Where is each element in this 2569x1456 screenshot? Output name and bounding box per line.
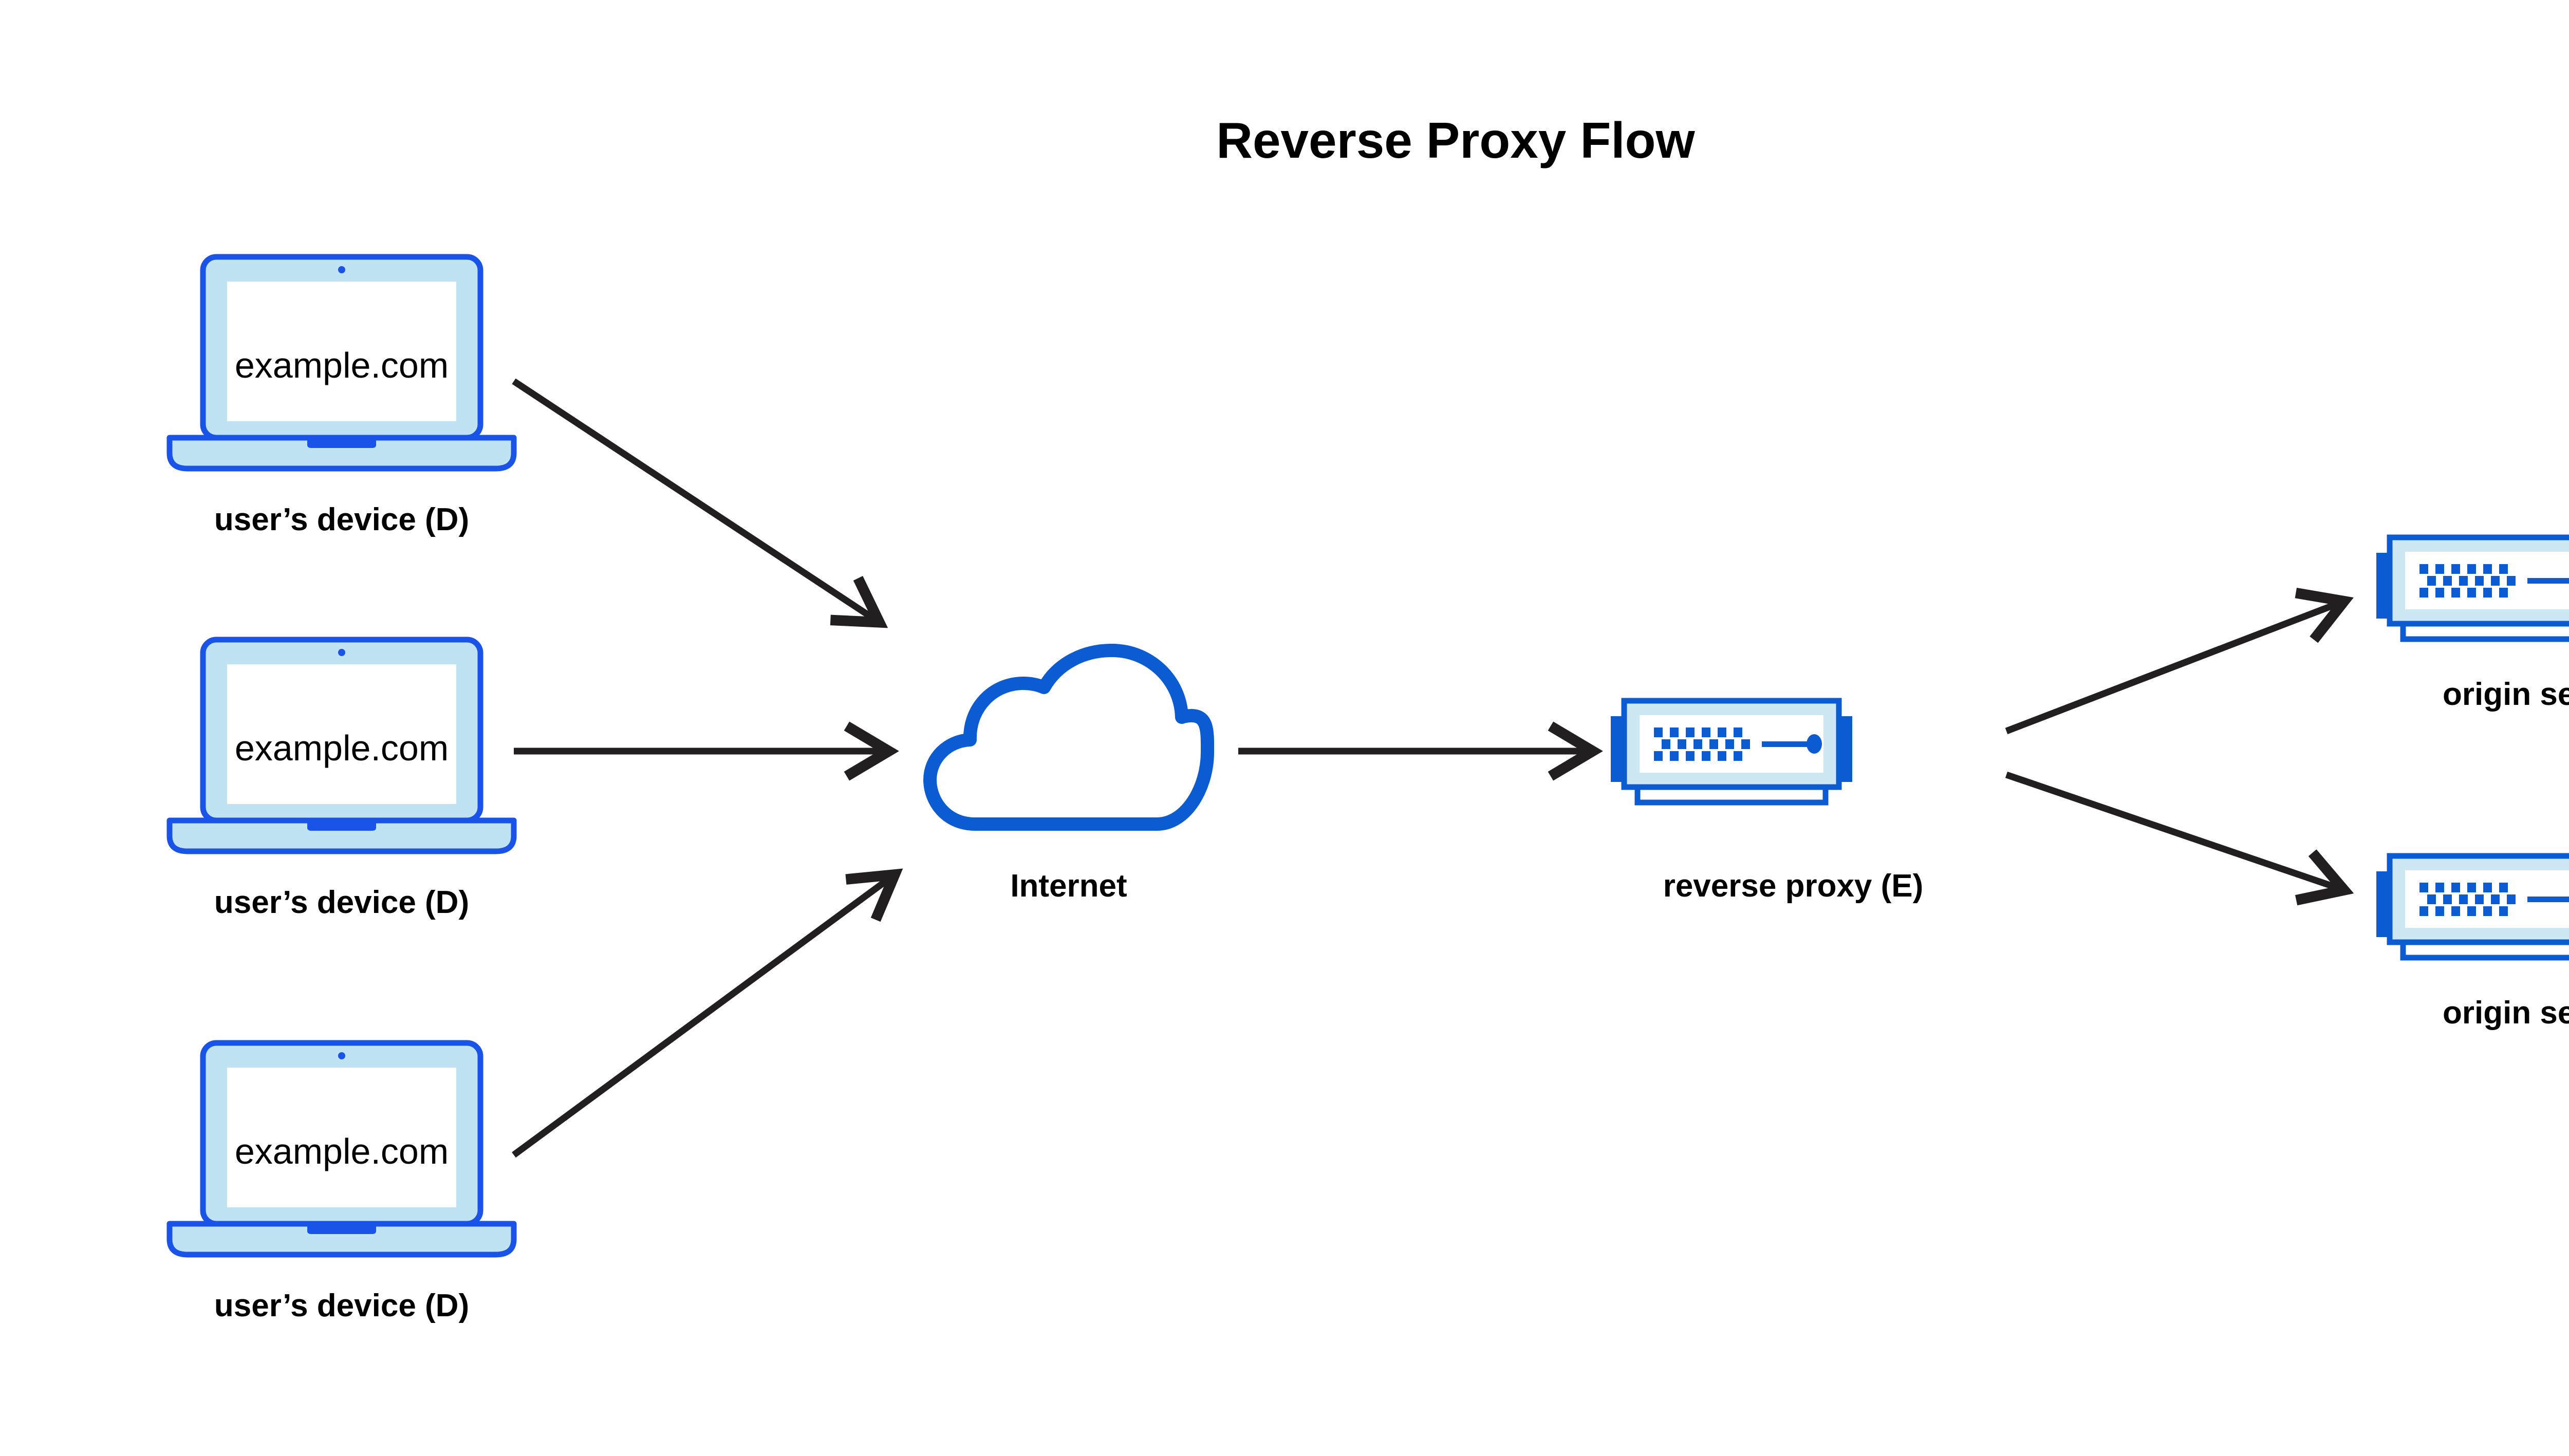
server-icon bbox=[2376, 537, 2569, 639]
device-screen-text: example.com bbox=[235, 1131, 449, 1171]
edge-device1-to-internet bbox=[512, 378, 876, 620]
node-origin-2[interactable]: origin server (F) bbox=[2376, 856, 2569, 1031]
cloud-icon bbox=[930, 650, 1207, 824]
device-label: user’s device (D) bbox=[214, 1288, 469, 1323]
reverse-proxy-label: reverse proxy (E) bbox=[1663, 868, 1924, 904]
internet-label: Internet bbox=[1010, 868, 1127, 904]
node-device-1[interactable]: example.com user’s device (D) bbox=[170, 257, 514, 537]
device-label: user’s device (D) bbox=[214, 885, 469, 920]
server-icon bbox=[1611, 701, 1852, 802]
device-screen-text: example.com bbox=[235, 728, 449, 768]
node-internet[interactable]: Internet bbox=[930, 650, 1207, 904]
origin-server-label: origin server (F) bbox=[2443, 677, 2569, 712]
device-screen-text: example.com bbox=[235, 345, 449, 385]
node-reverse-proxy[interactable]: reverse proxy (E) bbox=[1611, 701, 1923, 904]
edge-proxy-to-origin2 bbox=[2005, 771, 2340, 889]
edge-proxy-to-origin1 bbox=[2005, 603, 2340, 735]
page-title: Reverse Proxy Flow bbox=[1216, 112, 1695, 169]
node-origin-1[interactable]: origin server (F) bbox=[2376, 537, 2569, 712]
server-icon bbox=[2376, 856, 2569, 958]
node-device-2[interactable]: example.com user’s device (D) bbox=[170, 640, 514, 920]
node-device-3[interactable]: example.com user’s device (D) bbox=[170, 1043, 514, 1323]
edge-device3-to-internet bbox=[512, 877, 891, 1158]
origin-server-label: origin server (F) bbox=[2443, 995, 2569, 1031]
edge-layer bbox=[512, 378, 2340, 1158]
device-label: user’s device (D) bbox=[214, 502, 469, 537]
